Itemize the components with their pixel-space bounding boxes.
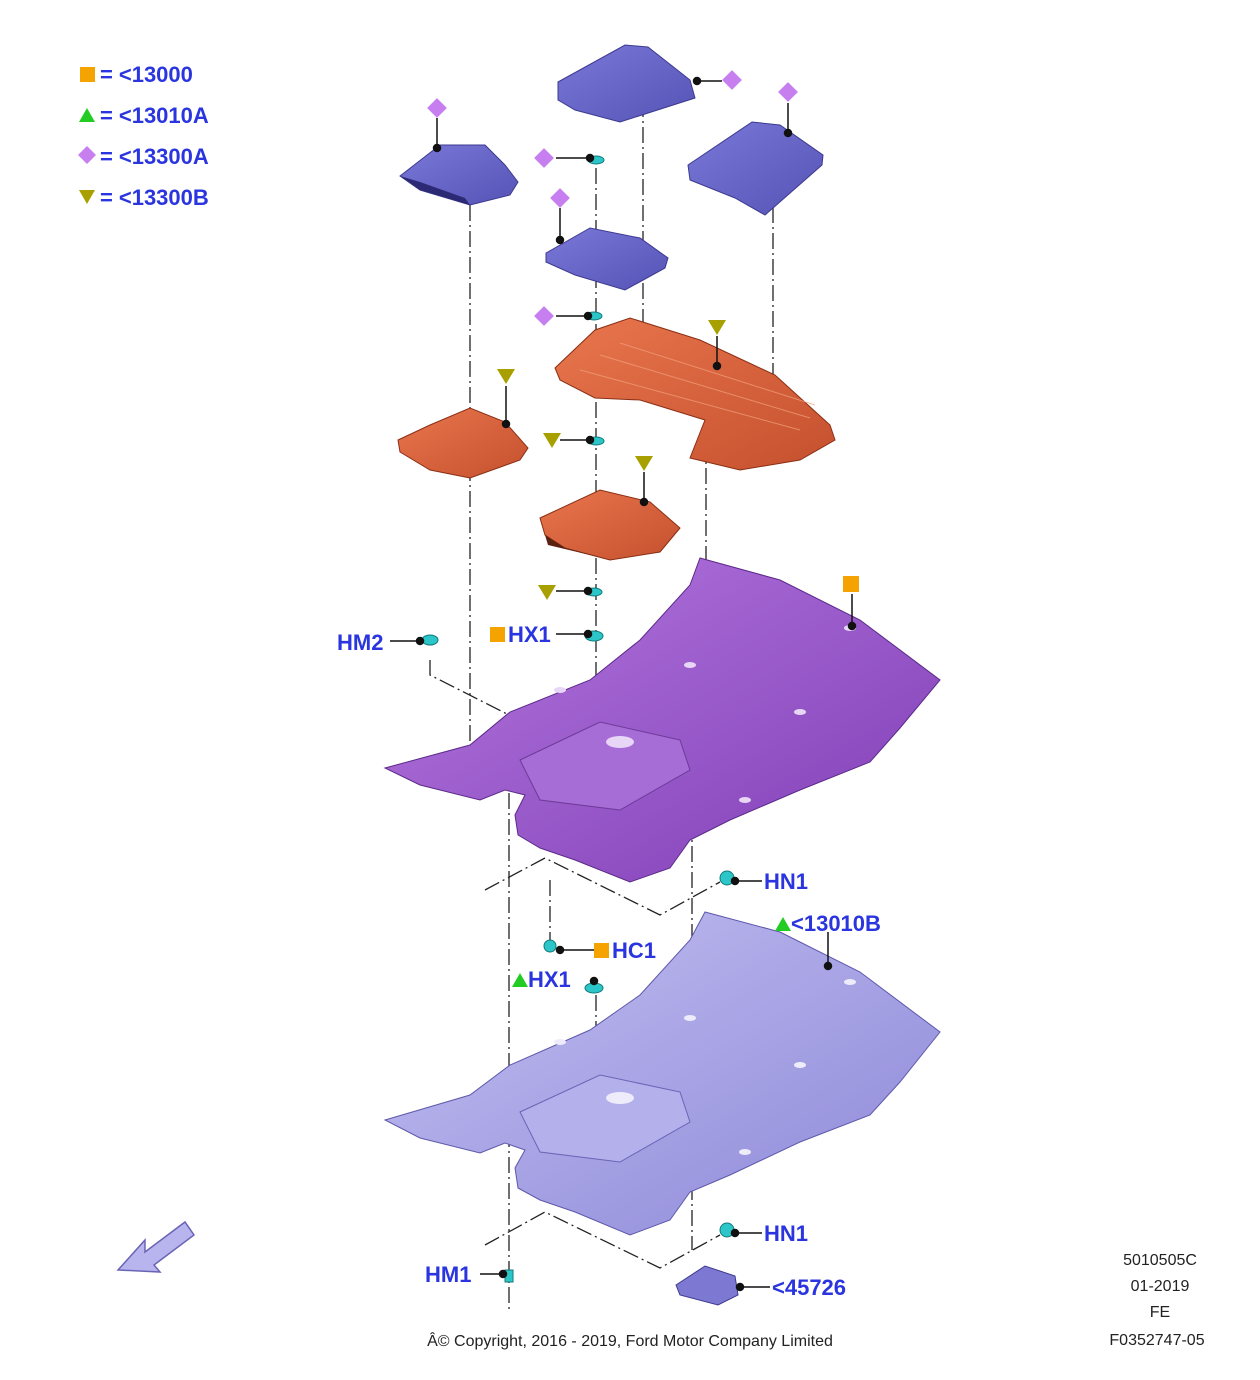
floor-carpet-upper [383,557,941,883]
triangle-up-icon [78,105,96,127]
floor-mat-front-right [687,121,824,216]
leaders [390,76,857,1292]
clip-hc1-icon [543,939,557,953]
label-hx1-lower: HX1 [512,969,571,991]
label-hx1-upper: HX1 [490,624,551,646]
figure-code: 5010505C [1123,1252,1197,1269]
floor-liner-front-left [397,407,529,479]
figure-date: 01-2019 [1130,1278,1190,1295]
label-hn1-upper: HN1 [764,869,809,894]
label-hn1-lower: HN1 [764,1221,809,1246]
triangle-down-13300b-icon [708,320,726,335]
triangle-down-13300b-icon [497,369,515,384]
diamond-13300a-icon [722,70,742,90]
square-13000-icon [843,576,859,592]
legend-item-13300b: =<13300B [78,187,209,209]
triangle-up-icon [775,917,791,931]
diamond-13300a-icon [534,148,554,168]
floor-carpet-lower [383,911,941,1236]
triangle-up-icon [512,973,528,987]
copyright-text: Â© Copyright, 2016 - 2019, Ford Motor Co… [427,1333,833,1350]
floor-mat-rear-center [545,227,669,291]
figure-region: FE [1149,1304,1171,1321]
label-13010b: <13010B [775,913,881,935]
bracket-45726 [675,1265,739,1306]
diamond-13300a-icon [550,188,570,208]
triangle-down-13300b-icon [538,585,556,600]
legend-item-13000: =<13000 [78,64,193,86]
clip-hm2-icon [421,634,439,646]
label-hm1: HM1 [425,1262,472,1287]
figure-id: F0352747-05 [1109,1332,1205,1349]
floor-mat-front-left [399,144,519,206]
diamond-13300a-icon [534,306,554,326]
label-hc1: HC1 [594,940,656,962]
square-icon [594,943,609,958]
diamond-13300a-icon [778,82,798,102]
square-icon [490,627,505,642]
label-hm2: HM2 [337,630,384,655]
floor-liner-rear [554,317,836,471]
direction-arrow-icon [116,1220,196,1273]
floor-mat-front-center [557,44,696,123]
square-icon [78,64,96,86]
triangle-down-13300b-icon [635,456,653,471]
diamond-13300a-icon [427,98,447,118]
label-45726: <45726 [772,1275,847,1300]
triangle-down-13300b-icon [543,433,561,448]
legend-item-13300a: =<13300A [78,146,209,168]
triangle-down-icon [78,187,96,209]
floor-liner-front-center [539,489,681,561]
legend-item-13010a: =<13010A [78,105,209,127]
diamond-icon [78,146,96,168]
